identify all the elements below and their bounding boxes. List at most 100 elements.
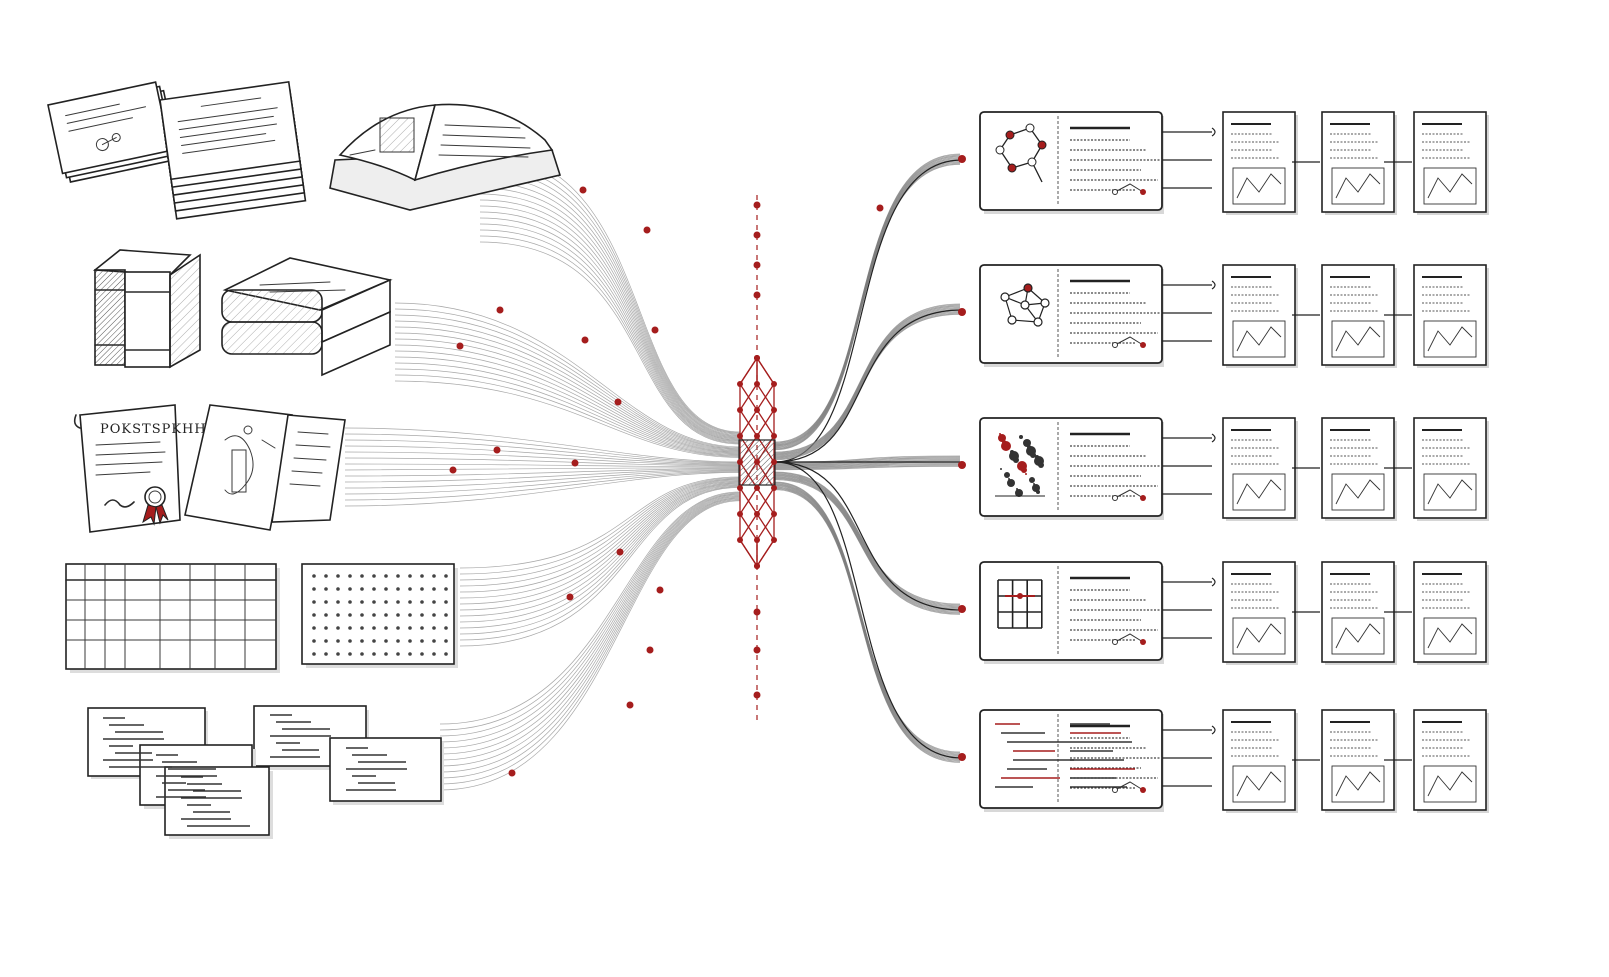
grid-dot <box>348 652 352 656</box>
grid-dot <box>360 639 364 643</box>
grid-dot <box>360 626 364 630</box>
flow-node <box>614 398 622 406</box>
grid-dot <box>408 587 412 591</box>
grid-dot <box>384 652 388 656</box>
grid-dot <box>384 600 388 604</box>
grid-dot <box>312 639 316 643</box>
doc-figure-plot <box>1236 623 1282 649</box>
grid-dot <box>396 639 400 643</box>
source-open-book <box>329 103 562 211</box>
output-document <box>1413 264 1487 366</box>
grid-dot <box>324 574 328 578</box>
flow-line <box>774 486 961 759</box>
flow-line <box>479 193 741 438</box>
flow-line <box>774 160 961 448</box>
lattice-node <box>737 407 743 413</box>
lattice-node <box>754 355 760 361</box>
flow-line <box>774 307 961 456</box>
mini-graph <box>1114 183 1144 193</box>
grid-dot <box>312 600 316 604</box>
axis-node <box>753 291 761 299</box>
flow-line <box>774 164 961 451</box>
grid-dot <box>396 613 400 617</box>
doc-figure <box>1331 617 1385 655</box>
grid-dot <box>336 613 340 617</box>
flow-node <box>508 769 516 777</box>
flow-line <box>774 488 961 762</box>
grid-dot <box>360 652 364 656</box>
grid-dot <box>408 652 412 656</box>
flow-line <box>479 229 741 443</box>
lattice-node <box>754 563 760 569</box>
mini-graph-node <box>1112 342 1118 348</box>
connector-arrow <box>1211 433 1216 443</box>
grid-dot <box>432 652 436 656</box>
grid-dot <box>420 626 424 630</box>
flow-line <box>774 487 961 760</box>
connector-arrow <box>1211 127 1216 137</box>
flow-line <box>459 487 741 647</box>
grid-dot <box>312 574 316 578</box>
connector-arrow <box>1211 725 1216 735</box>
flow-line <box>344 471 741 501</box>
flow-line <box>774 306 961 455</box>
grid-dot <box>372 587 376 591</box>
grid-dot <box>432 600 436 604</box>
output-row-code-listing <box>958 709 1489 813</box>
particle <box>1036 490 1040 494</box>
flow-line <box>774 155 961 444</box>
flow-line <box>394 338 741 453</box>
grid-dot <box>372 639 376 643</box>
flow-node <box>493 446 501 454</box>
flow-line <box>479 223 741 442</box>
flow-line <box>459 486 741 641</box>
output-document <box>1321 709 1395 811</box>
mini-graph <box>1114 633 1144 643</box>
flow-line <box>344 469 741 489</box>
source-loose-papers <box>47 81 180 183</box>
grid-dot <box>372 626 376 630</box>
output-row-molecule <box>958 111 1489 215</box>
flow-line <box>394 362 741 456</box>
flow-line <box>459 478 741 581</box>
doc-figure-plot <box>1427 479 1473 505</box>
doc-figure-plot <box>1427 771 1473 797</box>
grid-dot <box>396 574 400 578</box>
output-row-network-graph <box>958 264 1489 368</box>
lattice-edge <box>756 539 775 567</box>
flow-line <box>774 458 961 465</box>
grid-dot <box>432 587 436 591</box>
output-document <box>1321 264 1395 366</box>
flow-line <box>344 457 741 467</box>
flow-line <box>394 368 741 457</box>
central-lattice <box>737 195 777 720</box>
flow-line <box>459 479 741 587</box>
flow-line <box>439 491 741 725</box>
flow-node <box>566 593 574 601</box>
flow-line <box>394 308 741 449</box>
lattice-node <box>771 381 777 387</box>
grid-dot <box>396 652 400 656</box>
grid-dot <box>384 639 388 643</box>
grid-dot <box>420 587 424 591</box>
flow-line <box>439 495 741 755</box>
matrix-node <box>1017 593 1023 599</box>
flow-node <box>643 226 651 234</box>
graph-node <box>1007 315 1017 325</box>
flow-line <box>774 304 961 453</box>
output-document <box>1413 561 1487 663</box>
grid-dot <box>324 587 328 591</box>
flow-line <box>479 205 741 440</box>
particle <box>1038 462 1044 468</box>
source-schematic-drawing <box>184 404 346 531</box>
flow-line <box>774 482 961 754</box>
particle <box>1007 479 1015 487</box>
lattice-node <box>754 433 760 439</box>
source-dot-grid <box>301 563 458 668</box>
grid-dot <box>384 574 388 578</box>
lattice-edge <box>739 383 758 411</box>
grid-dot <box>444 600 448 604</box>
flow-line <box>394 320 741 450</box>
grid-dot <box>396 626 400 630</box>
